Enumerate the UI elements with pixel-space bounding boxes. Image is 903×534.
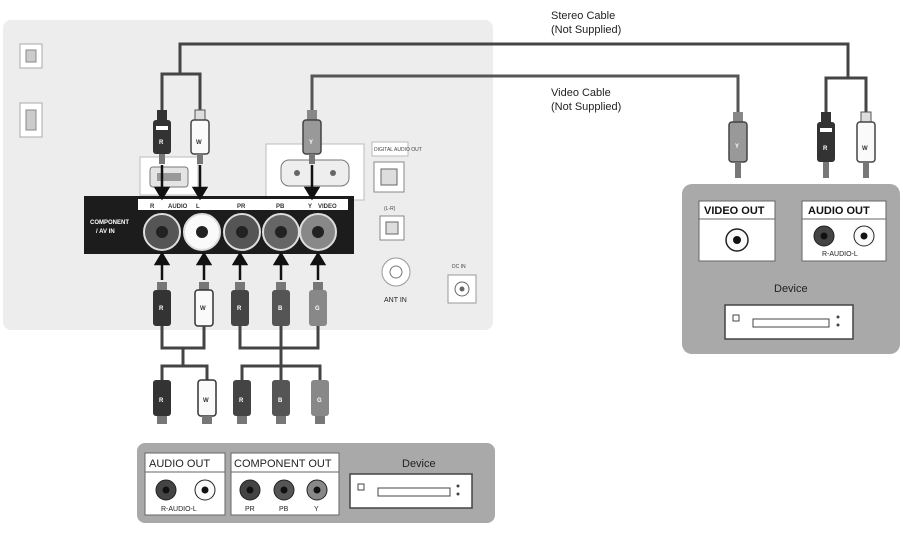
component-label-line1: COMPONENT [90,220,129,226]
optical-label: DIGITAL AUDIO OUT [374,147,422,153]
optical-port: DIGITAL AUDIO OUT [371,141,422,193]
arrows-top-to-jacks [153,165,321,201]
plug-white-top: W [190,109,210,164]
plug-letter: R [159,306,164,312]
stereo-cable-label-line1: Stereo Cable [551,10,615,22]
component-label-line2: / AV IN [96,229,115,235]
right-device-player-icon [724,304,854,340]
side-port-hdmi [19,102,43,138]
video-cable-label-line2: (Not Supplied) [551,101,621,113]
plug-letter: R [159,140,164,146]
audio-l-label: L [196,204,200,210]
right-device-label: Device [774,283,808,295]
plug-letter: R [237,306,242,312]
right-video-out-label: VIDEO OUT [704,205,765,217]
right-audio-sub-label: R-AUDIO-L [822,251,858,258]
bottom-audio-out-label: AUDIO OUT [149,458,210,470]
bottom-device-player-icon [349,473,473,509]
plug-red-top: R [153,110,171,164]
bottom-device-label: Device [402,458,436,470]
right-plugs: Y R W [728,111,876,178]
plug-letter: R [823,146,828,152]
bottom-plugs-lower: R W R B G [153,379,329,424]
stereo-cable-label-line2: (Not Supplied) [551,24,621,36]
dc-in-label: DC IN [452,264,466,270]
tv-back-panel [3,20,493,330]
headphone-label: (L-R) [384,206,396,212]
video-cable-label-line1: Video Cable [551,87,611,99]
plug-letter: W [196,140,202,146]
component-av-in-jacks: COMPONENT / AV IN R AUDIO L PR PB Y VIDE… [84,196,354,254]
bottom-y-label: Y [314,506,319,513]
ant-in-port: ANT IN [381,257,411,304]
arrows-bottom-to-jacks [153,251,327,280]
plug-letter: W [203,398,209,404]
plug-letter: W [200,306,206,312]
video-word: VIDEO [318,204,337,210]
right-device: VIDEO OUT AUDIO OUT R-AUDIO-L Device [682,184,900,354]
bottom-pr-label: PR [245,506,255,513]
plug-letter: G [317,398,322,404]
right-audio-out-label: AUDIO OUT [808,205,870,217]
hdmi-port [139,156,199,196]
pr-label: PR [237,204,246,210]
stereo-cable [160,42,868,112]
ant-in-label: ANT IN [384,297,407,304]
plug-letter: W [862,146,868,152]
plug-letter: R [239,398,244,404]
bottom-device: AUDIO OUT R-AUDIO-L COMPONENT OUT PR PB … [137,443,495,523]
audio-r-label: R [150,204,155,210]
plug-letter: B [278,306,283,312]
bottom-component-out-label: COMPONENT OUT [234,458,332,470]
plug-letter: G [315,306,320,312]
component-cable [160,326,322,380]
video-cable [310,74,740,112]
plug-letter: R [159,398,164,404]
y-label: Y [308,204,312,210]
bottom-audio-sub-label: R-AUDIO-L [161,506,197,513]
plug-yellow-top: Y [302,110,322,164]
plug-letter: B [278,398,283,404]
audio-word: AUDIO [168,204,188,210]
plug-letter: Y [309,140,313,146]
bottom-plugs-upper: R W R B G [153,282,327,327]
dc-in-port: DC IN [447,264,477,304]
side-port-usb [19,43,43,69]
plug-letter: Y [735,144,739,150]
headphone-port: (L-R) [379,206,405,241]
bottom-pb-label: PB [279,506,289,513]
pb-label: PB [276,204,285,210]
